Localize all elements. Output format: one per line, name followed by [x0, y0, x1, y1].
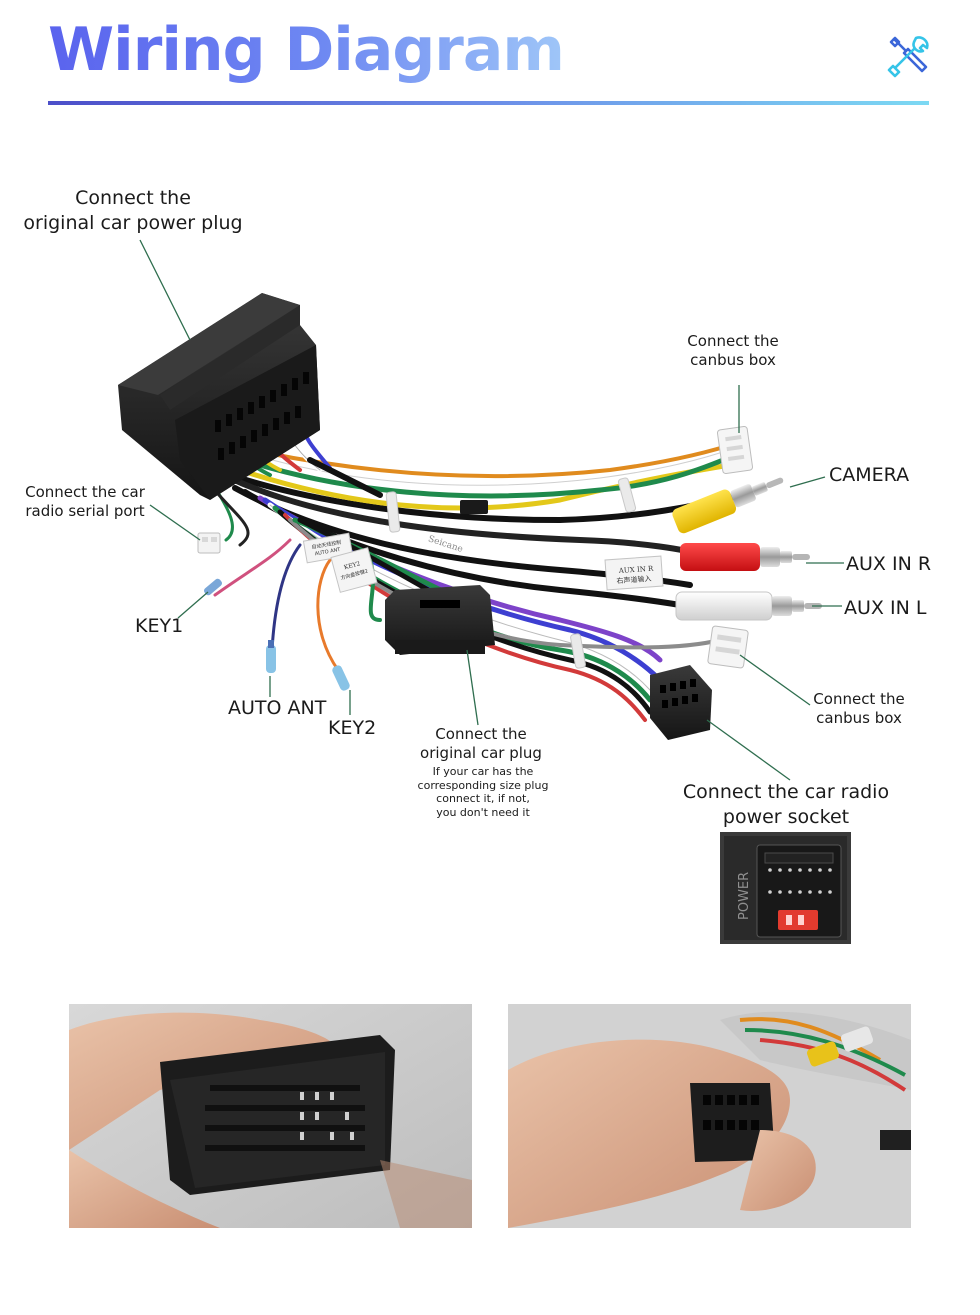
tag-key-line1: KEY2: [343, 560, 361, 571]
leader-lines: [139, 239, 844, 781]
aux-r-rca-plug: [680, 543, 810, 571]
label-original-plug-note: If your car has the corresponding size p…: [405, 765, 561, 819]
tag-aux-line1: AUX IN R: [618, 565, 655, 576]
label-key2: KEY2: [328, 717, 377, 739]
label-serial-port: Connect the car radio serial port: [15, 483, 155, 521]
canbus-plug-top: [716, 426, 754, 474]
key2-terminal: [332, 665, 350, 691]
label-aux-in-r: AUX IN R: [846, 553, 932, 575]
label-canbus-top: Connect the canbus box: [668, 332, 798, 370]
photo-right: [508, 1004, 911, 1228]
label-canbus-top-line2: canbus box: [690, 351, 776, 369]
label-radio-socket-line2: power socket: [722, 806, 850, 828]
aux-l-rca-plug: [675, 591, 822, 621]
label-canbus-bottom-line2: canbus box: [816, 709, 902, 727]
label-canbus-top-line1: Connect the: [687, 332, 779, 350]
radio-power-socket-photo: [720, 832, 851, 944]
label-original-plug-line2: original car plug: [420, 744, 542, 762]
mini-black-plug: [460, 500, 488, 514]
note-line2: corresponding size plug: [417, 778, 549, 792]
main-power-connector: [118, 293, 320, 500]
serial-port-plug: [197, 532, 221, 554]
label-serial-line2: radio serial port: [25, 502, 145, 520]
label-original-plug-line1: Connect the: [435, 725, 527, 743]
label-power-plug-line1: Connect the: [75, 187, 191, 209]
camera-rca-plug: [672, 477, 784, 534]
auto-ant-terminal: [266, 640, 276, 673]
note-line3: connect it, if not,: [436, 792, 530, 805]
note-line4: you don't need it: [436, 805, 530, 819]
page-title: Wiring Diagram: [48, 15, 565, 85]
label-auto-ant: AUTO ANT: [228, 697, 327, 719]
original-car-plug: [385, 585, 495, 655]
cable-ties: [385, 477, 637, 669]
label-radio-power-socket: Connect the car radio power socket: [676, 780, 896, 830]
tools-icon: [887, 36, 929, 78]
label-camera: CAMERA: [829, 464, 910, 486]
harness-tags: [302, 532, 664, 593]
label-canbus-bottom-line1: Connect the: [813, 690, 905, 708]
label-original-plug: Connect the original car plug: [408, 725, 554, 763]
photo-left: [69, 1004, 472, 1228]
canbus-plug-bottom: [707, 625, 749, 669]
label-key1: KEY1: [135, 615, 184, 637]
label-power-plug-line2: original car power plug: [23, 212, 243, 234]
label-aux-in-l: AUX IN L: [844, 597, 927, 619]
tag-aux-line2: 右声道输入: [616, 574, 652, 585]
tag-ant-line2: AUTO ANT: [314, 547, 341, 558]
socket-power-print: POWER: [737, 872, 752, 920]
radio-power-plug: [650, 665, 712, 740]
label-serial-line1: Connect the car: [25, 483, 145, 501]
title-underline: [48, 101, 929, 105]
label-power-plug: Connect the original car power plug: [18, 186, 248, 236]
label-radio-socket-line1: Connect the car radio: [682, 781, 890, 803]
label-canbus-bottom: Connect the canbus box: [796, 690, 922, 728]
note-line1: If your car has the: [432, 765, 534, 778]
key1-terminal: [203, 578, 223, 596]
